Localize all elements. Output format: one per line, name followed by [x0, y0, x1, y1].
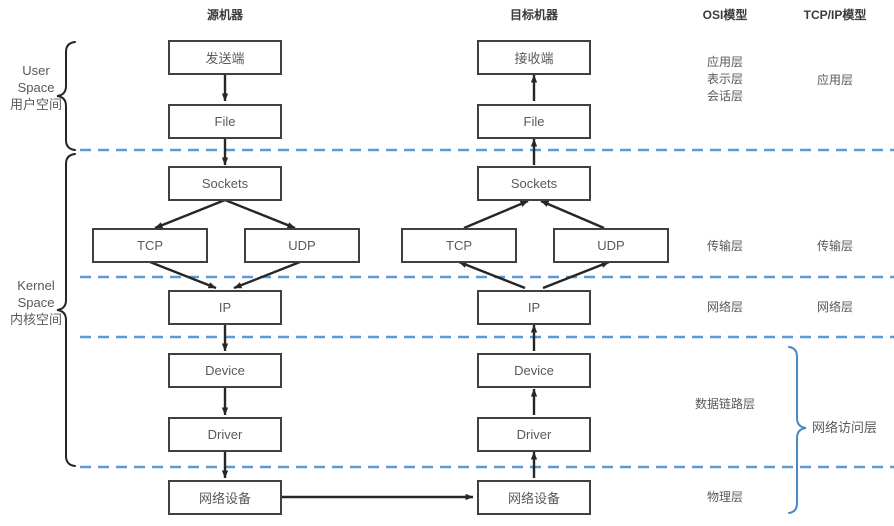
- node-source-file[interactable]: File: [168, 104, 282, 139]
- arrow-udp-to-ip: [233, 260, 301, 290]
- node-dest-tcp[interactable]: TCP: [401, 228, 517, 263]
- node-source-device[interactable]: Device: [168, 353, 282, 388]
- arrow-sockets-to-tcp: [154, 198, 226, 230]
- node-source-tcp[interactable]: TCP: [92, 228, 208, 263]
- osi-layer-datalink: 数据链路层: [694, 397, 755, 411]
- node-source-netdev[interactable]: 网络设备: [168, 480, 282, 515]
- header-dest-machine: 目标机器: [509, 8, 558, 22]
- brace-kernel-space-line2: Space: [17, 295, 55, 310]
- node-dest-ip[interactable]: IP: [477, 290, 591, 325]
- arrow-dest-ip-to-tcp: [458, 260, 526, 290]
- brace-user-space-line3: 用户空间: [9, 97, 62, 112]
- osi-layer-network: 网络层: [706, 300, 743, 314]
- node-dest-device[interactable]: Device: [477, 353, 591, 388]
- node-dest-driver[interactable]: Driver: [477, 417, 591, 452]
- osi-layer-application-group: 应用层 表示层 会话层: [670, 54, 780, 105]
- brace-network-access: [788, 346, 807, 514]
- node-dest-udp[interactable]: UDP: [553, 228, 669, 263]
- brace-label-kernel-space: Kernel Space 内核空间: [8, 277, 64, 328]
- arrow-dest-tcp-to-sockets: [463, 199, 529, 230]
- node-dest-file[interactable]: File: [477, 104, 591, 139]
- arrow-tcp-to-ip: [149, 260, 217, 290]
- brace-label-user-space: User Space 用户空间: [8, 62, 64, 113]
- node-dest-netdev[interactable]: 网络设备: [477, 480, 591, 515]
- tcpip-layer-transport: 传输层: [816, 239, 853, 253]
- osi-layer-physical: 物理层: [706, 490, 743, 504]
- header-osi-model: OSI模型: [702, 8, 748, 22]
- node-source-ip[interactable]: IP: [168, 290, 282, 325]
- header-tcpip-model: TCP/IP模型: [803, 8, 867, 22]
- brace-user-space-line1: User: [22, 63, 50, 78]
- tcpip-layer-application: 应用层: [816, 73, 853, 87]
- osi-layer-transport: 传输层: [706, 239, 743, 253]
- tcpip-layer-network-access: 网络访问层: [812, 420, 878, 435]
- node-source-driver[interactable]: Driver: [168, 417, 282, 452]
- tcpip-layer-network: 网络层: [816, 300, 853, 314]
- arrow-dest-udp-to-sockets: [540, 199, 605, 230]
- header-source-machine: 源机器: [206, 8, 243, 22]
- node-dest-sockets[interactable]: Sockets: [477, 166, 591, 201]
- arrow-dest-ip-to-udp: [542, 260, 610, 290]
- node-dest-receiver[interactable]: 接收端: [477, 40, 591, 75]
- arrow-sockets-to-udp: [224, 198, 296, 230]
- node-source-sender[interactable]: 发送端: [168, 40, 282, 75]
- brace-user-space-line2: Space: [17, 80, 55, 95]
- brace-kernel-space-line1: Kernel: [17, 278, 55, 293]
- brace-kernel-space-line3: 内核空间: [9, 312, 62, 327]
- osi-presentation-line: 表示层: [706, 72, 743, 86]
- osi-application-line: 应用层: [706, 55, 743, 69]
- node-source-sockets[interactable]: Sockets: [168, 166, 282, 201]
- node-source-udp[interactable]: UDP: [244, 228, 360, 263]
- osi-session-line: 会话层: [706, 89, 743, 103]
